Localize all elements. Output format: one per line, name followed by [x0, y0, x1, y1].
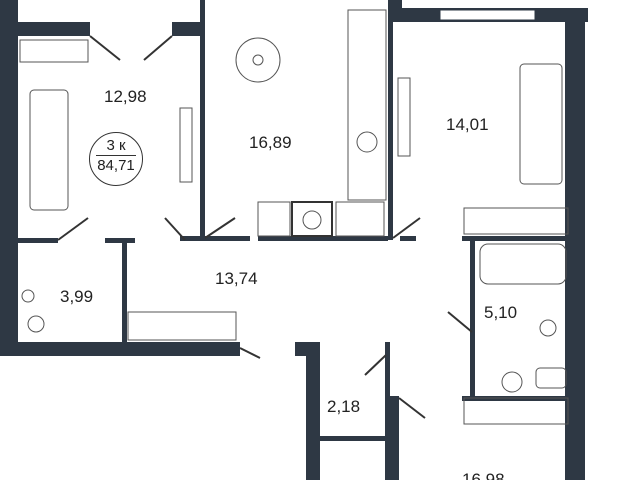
window — [439, 9, 536, 21]
area-hall: 13,74 — [215, 269, 258, 288]
doors — [57, 35, 473, 419]
area-storage: 2,18 — [327, 397, 361, 416]
tv-right — [397, 77, 411, 157]
sink — [356, 131, 378, 153]
area-bathroom-left: 3,99 — [60, 287, 94, 306]
toilet-left — [27, 315, 45, 333]
wardrobe-bottom — [463, 397, 569, 425]
sofa-left — [29, 89, 69, 211]
area-kitchen: 16,89 — [249, 133, 292, 152]
wardrobe-right — [463, 207, 569, 235]
bathtub — [479, 243, 567, 285]
area-bedroom-right: 14,01 — [446, 115, 489, 134]
area-room-bottom: 16,98 — [462, 470, 505, 480]
walls — [0, 0, 588, 480]
rooms-label: 3 к — [106, 137, 126, 154]
total-area: 84,71 — [96, 155, 136, 174]
area-bedroom-left: 12,98 — [104, 87, 147, 106]
dining-table — [235, 37, 281, 83]
wardrobe-hall — [127, 311, 237, 341]
furniture — [19, 9, 569, 425]
apartment-badge: 3 к 84,71 — [89, 132, 143, 186]
kitchen-counter — [347, 9, 387, 201]
tv-left — [179, 107, 193, 183]
sink-left — [21, 289, 35, 303]
area-bathroom-right: 5,10 — [484, 303, 518, 322]
toilet-right — [539, 319, 557, 337]
wardrobe-left — [19, 39, 89, 63]
sink-right — [501, 371, 523, 393]
washer — [535, 367, 567, 389]
sofa-right — [519, 63, 563, 185]
